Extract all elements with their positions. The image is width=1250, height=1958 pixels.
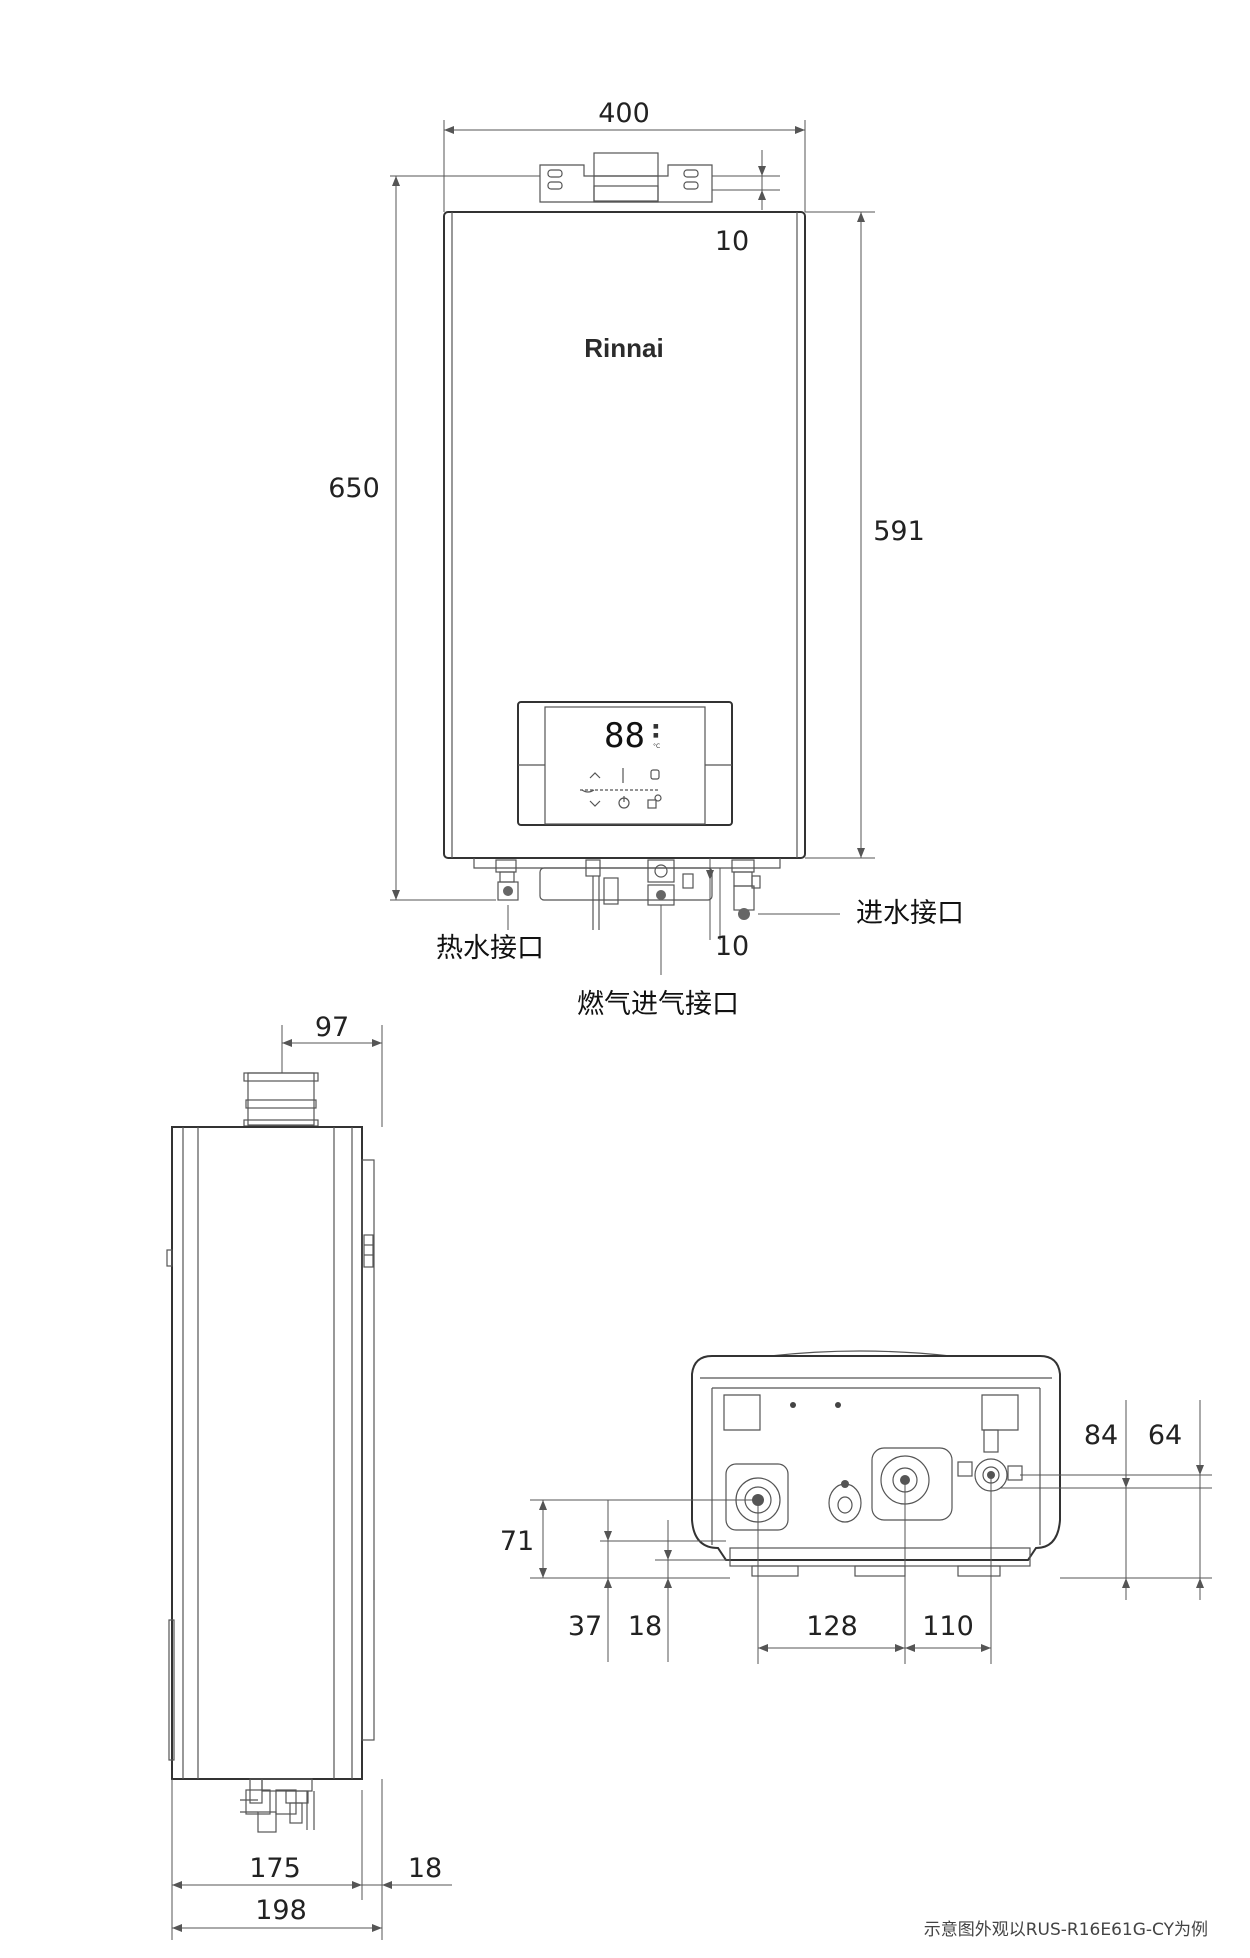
dim-width: 400 (598, 98, 650, 129)
dim-height-total: 650 (328, 473, 380, 504)
side-view: 97 175 18 198 (166, 1012, 452, 1940)
dim-71: 71 (500, 1526, 534, 1557)
dim-84: 84 (1084, 1420, 1118, 1451)
dim-bottom-offset: 10 (715, 931, 749, 962)
svg-text:■: ■ (653, 732, 659, 739)
label-gas: 燃气进气接口 (577, 989, 739, 1020)
dim-depth-back: 18 (408, 1853, 442, 1884)
label-cold-water: 进水接口 (856, 898, 964, 929)
brand-logo: Rinnai (584, 333, 663, 363)
bottom-fittings (473, 858, 781, 930)
display-unit: °C (653, 743, 660, 750)
dim-37: 37 (568, 1611, 602, 1642)
svg-text:■: ■ (653, 723, 659, 730)
dim-depth-total: 198 (255, 1895, 307, 1926)
panel-icons (580, 768, 662, 809)
dim-128: 128 (806, 1611, 858, 1642)
caption: 示意图外观以RUS-R16E61G-CY为例 (924, 1920, 1208, 1940)
display-digits: 88 (604, 716, 645, 756)
control-panel: 88 ■ ■ °C (517, 701, 733, 826)
dim-flue: 97 (315, 1012, 349, 1043)
bottom-view: 84 64 71 37 18 128 110 (500, 1350, 1212, 1664)
dim-110: 110 (922, 1611, 974, 1642)
dim-depth-inner: 175 (249, 1853, 301, 1884)
dim-top-offset: 10 (715, 226, 749, 257)
dim-64: 64 (1148, 1420, 1182, 1451)
dim-18: 18 (628, 1611, 662, 1642)
front-view: Rinnai 88 ■ ■ °C (328, 98, 964, 1020)
dim-height-body: 591 (873, 516, 925, 547)
label-hot-water: 热水接口 (436, 933, 544, 964)
